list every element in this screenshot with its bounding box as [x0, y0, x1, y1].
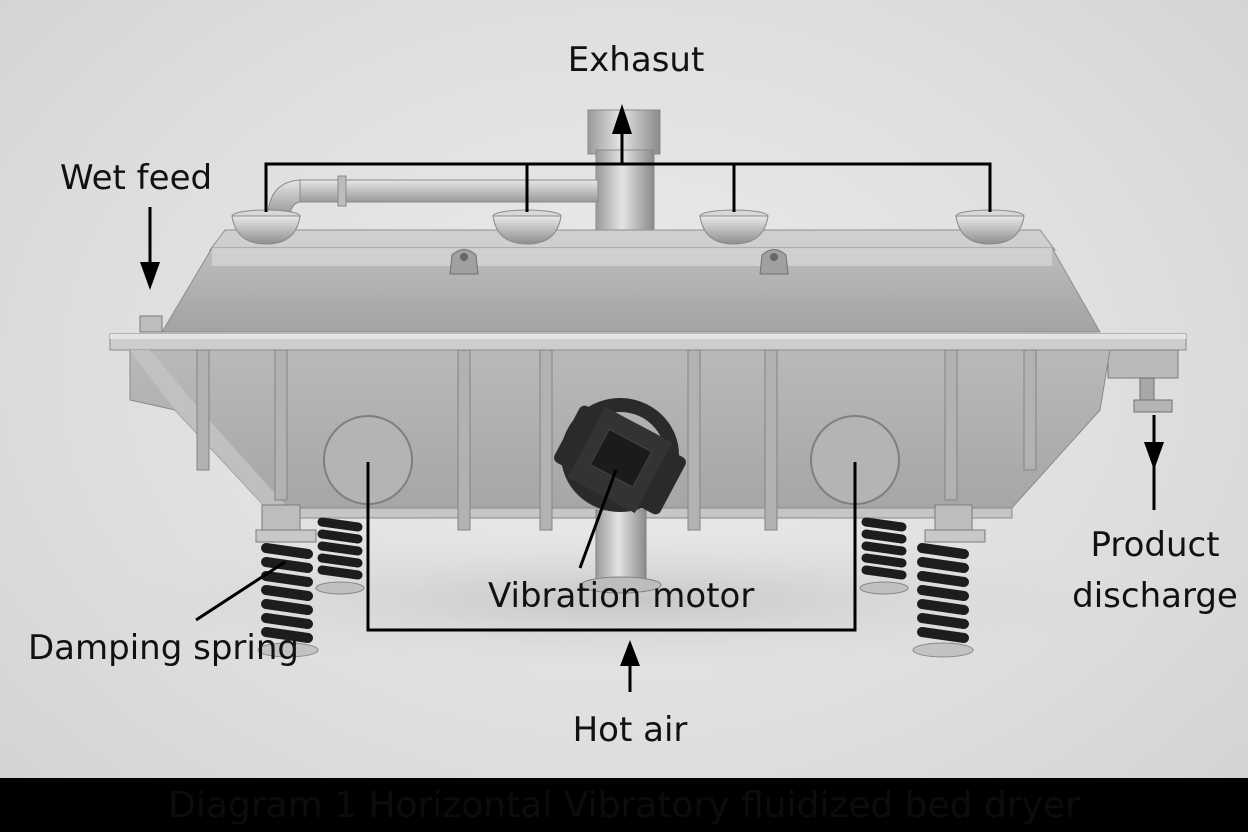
vibration-motor-leader — [578, 469, 618, 569]
label-hot-air: Hot air — [572, 710, 688, 750]
label-product-discharge-line2: discharge — [1072, 576, 1238, 616]
damping-spring-leader — [195, 560, 286, 622]
hood-rim — [209, 229, 1056, 251]
caption-bar: Diagram 1 Horizontal Vibratory fluidized… — [0, 778, 1248, 832]
exhaust-port — [955, 209, 1025, 245]
label-product-discharge-line1: Product — [1090, 525, 1220, 565]
label-wet-feed: Wet feed — [60, 158, 213, 198]
wet-feed-inlet — [139, 315, 163, 333]
feed-pipe — [267, 175, 599, 215]
exhaust-arrowhead — [612, 104, 632, 134]
damping-spring-front-left — [261, 543, 313, 643]
body-ribs — [196, 349, 1037, 531]
vibration-motor — [554, 398, 686, 515]
label-damping-spring: Damping spring — [28, 628, 299, 668]
figure-caption: Diagram 1 Horizontal Vibratory fluidized… — [168, 785, 1080, 826]
label-vibration-motor: Vibration motor — [488, 576, 755, 616]
hood-bracket — [449, 249, 479, 275]
exhaust-port — [231, 209, 301, 245]
exhaust-port — [492, 209, 562, 245]
spring-seat — [924, 504, 986, 543]
motor-support — [580, 509, 662, 594]
exhaust-manifold-line — [264, 162, 992, 212]
wet-feed-arrowhead — [140, 262, 160, 290]
spring-seat — [255, 504, 317, 543]
damping-spring-front-right — [917, 543, 969, 643]
label-exhaust: Exhasut — [567, 40, 705, 80]
hot-air-arrowhead — [620, 640, 640, 666]
hot-air-manifold-line — [366, 462, 857, 632]
damping-spring-rear-right — [861, 517, 907, 580]
product-discharge-outlet — [1107, 349, 1179, 413]
dryer-illustration — [104, 104, 1187, 692]
product-discharge-arrowhead — [1144, 442, 1164, 470]
damping-spring-rear-left — [317, 517, 363, 580]
hood-bracket — [759, 249, 789, 275]
